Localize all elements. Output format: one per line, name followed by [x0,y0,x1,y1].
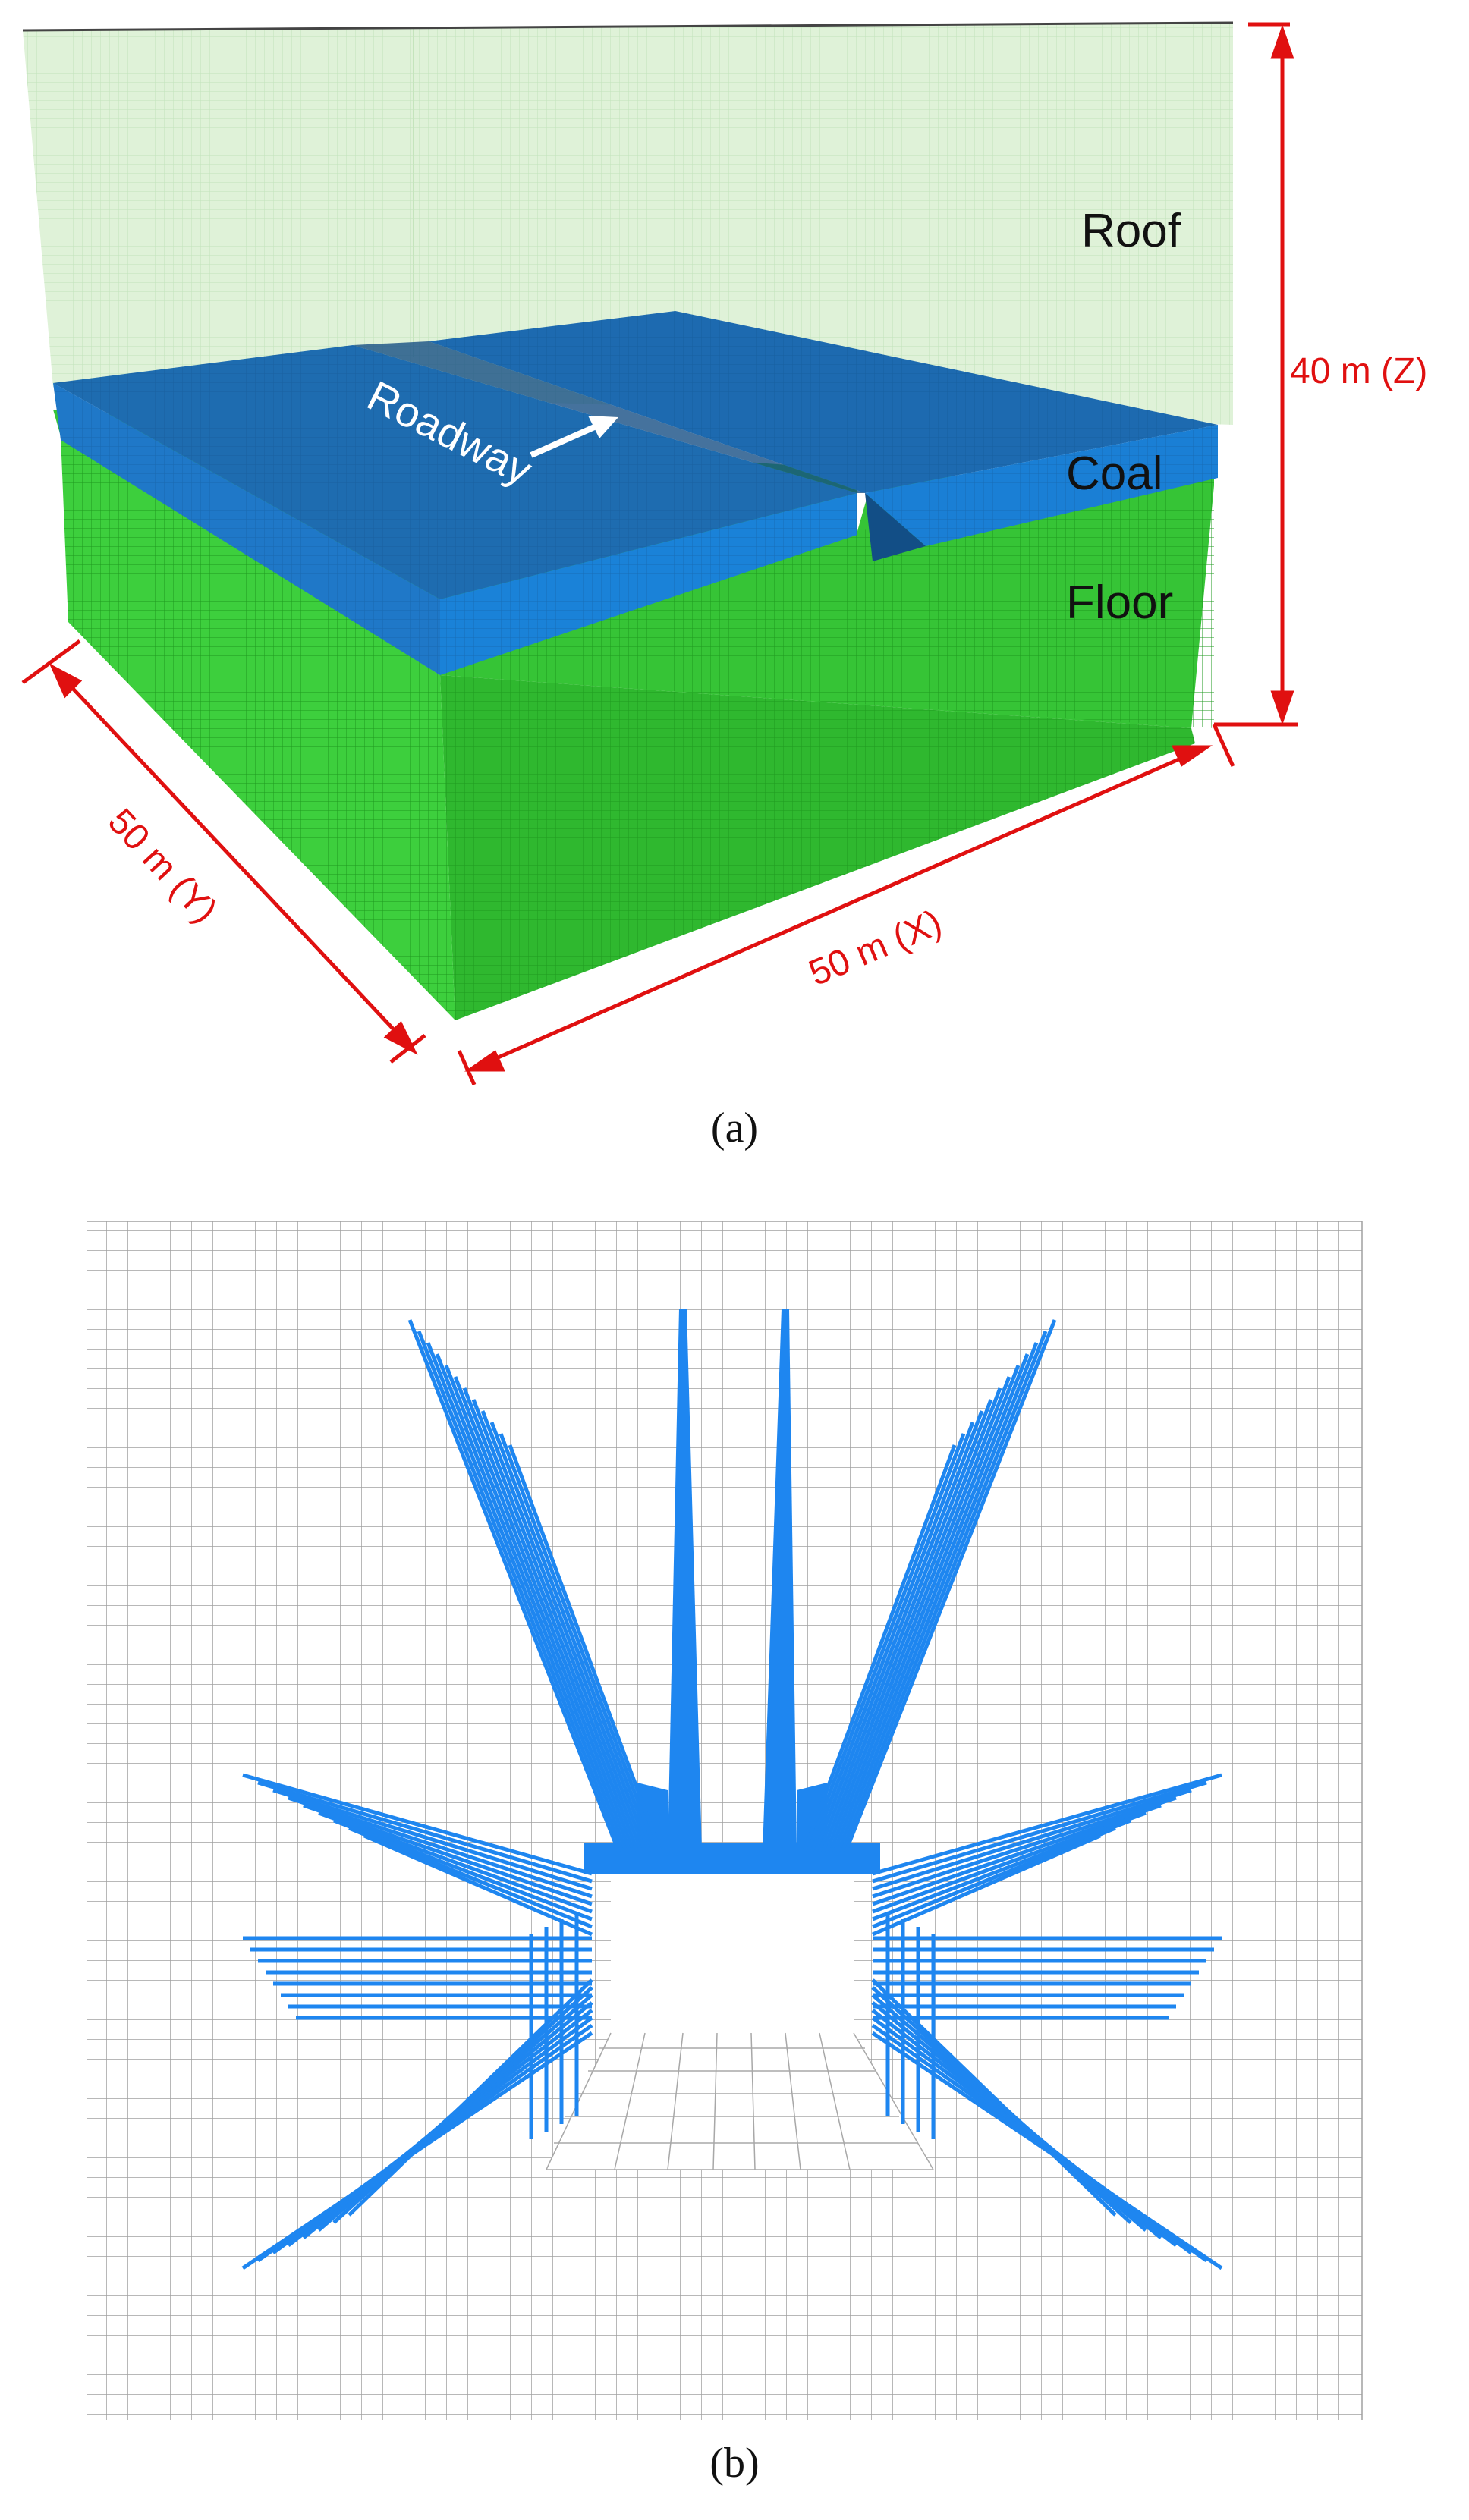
roof-layer [22,21,1234,425]
y-dimension-label: 50 m (Y) [100,801,225,931]
roadway-arrow-icon [530,416,618,458]
rock-bolts [241,1309,1223,2270]
roof-label: Roof [1081,205,1181,257]
panel-b-caption: (b) [709,2440,760,2487]
numerical-model-figure: Roof Coal Floor Roadway 40 m (Z) 50 m (Y… [21,21,1427,1085]
coal-label: Coal [1066,448,1163,500]
height-dimension-label: 40 m (Z) [1290,351,1427,391]
roadway-opening [611,1874,854,2033]
anchor-layout-figure [87,1221,1363,2420]
panel-a-caption: (a) [710,1104,759,1152]
floor-label: Floor [1066,577,1173,629]
dimension-lines [21,22,1298,1085]
